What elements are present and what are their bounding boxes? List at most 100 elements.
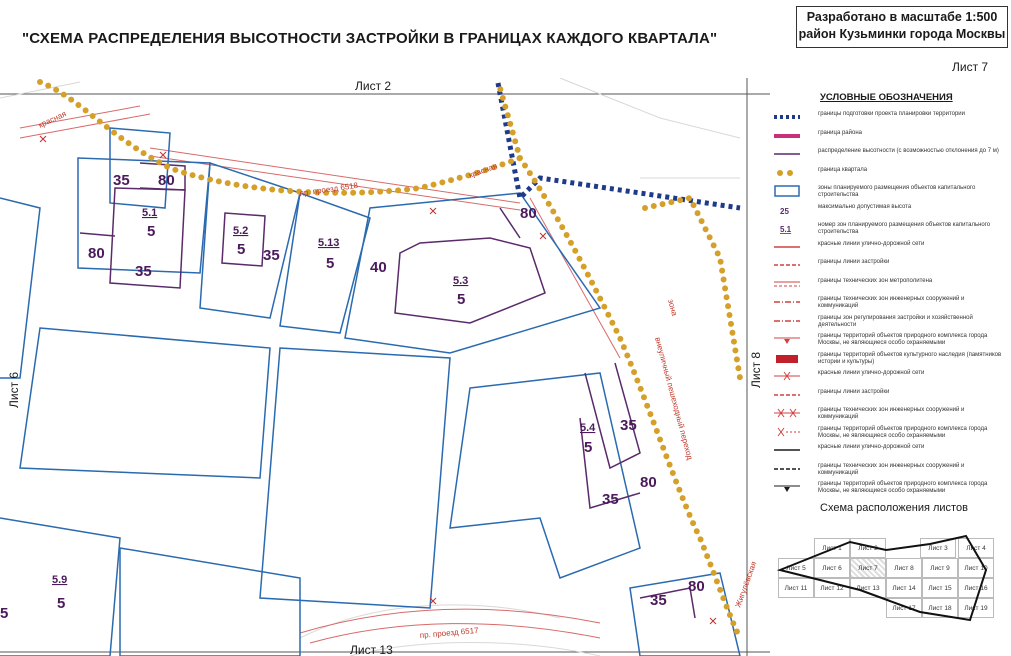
legend-symbol-icon (774, 332, 800, 344)
minimap-cell[interactable]: Лист 2 (850, 538, 886, 558)
legend-item: 5.1 номер зон планируемого размещения объ… (770, 221, 1008, 235)
minimap-cell[interactable]: Лист 8 (886, 558, 922, 578)
height-zones[interactable] (79, 162, 696, 619)
minimap-cell[interactable]: Лист 9 (922, 558, 958, 578)
legend-label: красные линии улично-дорожной сети (818, 370, 925, 376)
legend-symbol-icon (774, 443, 800, 455)
minimap-cell[interactable]: Лист 18 (922, 598, 958, 618)
minimap-cell[interactable]: Лист 15 (922, 578, 958, 598)
legend-symbol-icon (774, 480, 800, 492)
street-label-krasnaya-1: красная (468, 161, 499, 180)
height-label: 35 (650, 592, 667, 609)
svg-text:25: 25 (780, 207, 789, 216)
legend-item: границы территорий объектов природного к… (770, 332, 1008, 346)
planning-zones[interactable] (0, 127, 741, 656)
legend-label: номер зон планируемого размещения объект… (818, 222, 991, 235)
height-label: 35 (620, 417, 637, 434)
legend-item: границы технических зон инженерных соору… (770, 295, 1008, 309)
block-id-5-13: 5.13 (318, 237, 339, 249)
legend-symbol-icon (774, 240, 800, 252)
legend-item: границы линии застройки (770, 388, 1008, 400)
scale-line: Разработано в масштабе 1:500 (806, 10, 998, 24)
legend-item: границы технических зон инженерных соору… (770, 406, 1008, 420)
legend-item: красные линии улично-дорожной сети (770, 443, 1008, 455)
block-height-5-13: 5 (326, 255, 334, 272)
sheet-label-left[interactable]: Лист 6 (7, 372, 21, 408)
legend-symbol-icon (774, 147, 800, 159)
legend-item: граница района (770, 129, 1008, 141)
height-label: 80 (640, 474, 657, 491)
legend-label: максимально допустимая высота (818, 203, 912, 210)
block-id-5-1: 5.1 (142, 207, 157, 219)
minimap-cell[interactable]: Лист 14 (886, 578, 922, 598)
svg-text:5.1: 5.1 (780, 225, 792, 234)
legend-symbol-icon (774, 388, 800, 400)
red-markers (39, 135, 717, 625)
height-label: 35 (602, 491, 619, 508)
legend-label: границы подготовки проекта планировки те… (818, 111, 966, 117)
minimap-outline (776, 534, 988, 622)
sheet-label-right[interactable]: Лист 8 (749, 352, 763, 388)
legend-label: распределение высотности (с возможностью… (818, 148, 999, 154)
legend-label: граница квартала (818, 166, 868, 173)
legend-symbol-icon (774, 277, 800, 289)
block-height-5-9: 5 (57, 595, 65, 612)
legend-label: граница района (818, 129, 862, 136)
sheet-label-bottom[interactable]: Лист 13 (350, 643, 393, 656)
legend-item: граница квартала (770, 166, 1008, 178)
sheet-number: Лист 7 (952, 60, 989, 74)
block-height-5-4: 5 (584, 439, 592, 456)
street-label-proezd-6517: пр. проезд 6517 (419, 626, 479, 640)
legend-item: границы технических зон метрополитена (770, 277, 1008, 289)
legend-label: красные линии улично-дорожной сети (818, 240, 925, 247)
legend-symbol-icon (774, 425, 800, 437)
street-label-zona: зона (666, 298, 679, 317)
legend-item: распределение высотности (с возможностью… (770, 147, 1008, 159)
minimap-cell[interactable]: Лист 4 (958, 538, 994, 558)
legend-item: зоны планируемого размещения объектов ка… (770, 184, 1008, 198)
red-lines (19, 105, 621, 644)
map-canvas[interactable]: пр. проезд 6518 пр. проезд 6517 красная … (0, 78, 1011, 656)
height-label: 80 (158, 172, 175, 189)
minimap-cell[interactable]: Лист 3 (920, 538, 956, 558)
block-id-5-3: 5.3 (453, 275, 468, 287)
sheet-label-top[interactable]: Лист 2 (355, 79, 391, 93)
legend-item: границы технических зон инженерных соору… (770, 462, 1008, 476)
legend-symbol-icon (774, 258, 800, 270)
scale-box: Разработано в масштабе 1:500 район Кузьм… (796, 6, 1008, 48)
height-label: 35 (263, 247, 280, 264)
legend-label: границы зон регулирования застройки и хо… (818, 314, 973, 328)
legend-label: границы технических зон метрополитена (818, 277, 933, 284)
legend-label: границы линии застройки (818, 388, 890, 395)
minimap-cell[interactable]: Лист 10 (958, 558, 994, 578)
map-title: "СХЕМА РАСПРЕДЕЛЕНИЯ ВЫСОТНОСТИ ЗАСТРОЙК… (22, 30, 718, 47)
height-label: 80 (688, 578, 705, 595)
legend-item: границы подготовки проекта планировки те… (770, 110, 1008, 122)
minimap-cell[interactable]: Лист 17 (886, 598, 922, 618)
legend-symbol-icon (774, 351, 800, 363)
height-label: 35 (113, 172, 130, 189)
background-lines (0, 78, 741, 656)
minimap-cell[interactable]: Лист 11 (778, 578, 814, 598)
legend-item: 25 максимально допустимая высота (770, 203, 1008, 216)
legend-symbol-icon (774, 184, 800, 197)
legend-symbol-icon (774, 129, 800, 141)
legend-symbol-icon: 5.1 (774, 221, 800, 234)
street-label-krasnaya-2: красная (37, 109, 68, 130)
legend-item: границы территорий объектов культурного … (770, 351, 1008, 365)
legend-symbol-icon (774, 406, 800, 418)
minimap-cell[interactable]: Лист 16 (958, 578, 994, 598)
minimap-cell[interactable]: Лист 5 (778, 558, 814, 578)
block-height-5-3: 5 (457, 291, 465, 308)
minimap-cell[interactable]: Лист 6 (814, 558, 850, 578)
minimap-cell[interactable]: Лист 7 (850, 558, 886, 578)
legend-label: красные линии улично-дорожной сети (818, 444, 925, 450)
minimap-title: Схема расположения листов (820, 502, 968, 514)
quarter-boundary (37, 79, 743, 641)
legend-label: границы территорий объектов природного к… (818, 333, 988, 346)
block-id-5-9: 5.9 (52, 574, 67, 586)
legend-item: красные линии улично-дорожной сети (770, 240, 1008, 252)
height-label: 80 (88, 245, 105, 262)
legend-symbol-icon (774, 166, 800, 178)
